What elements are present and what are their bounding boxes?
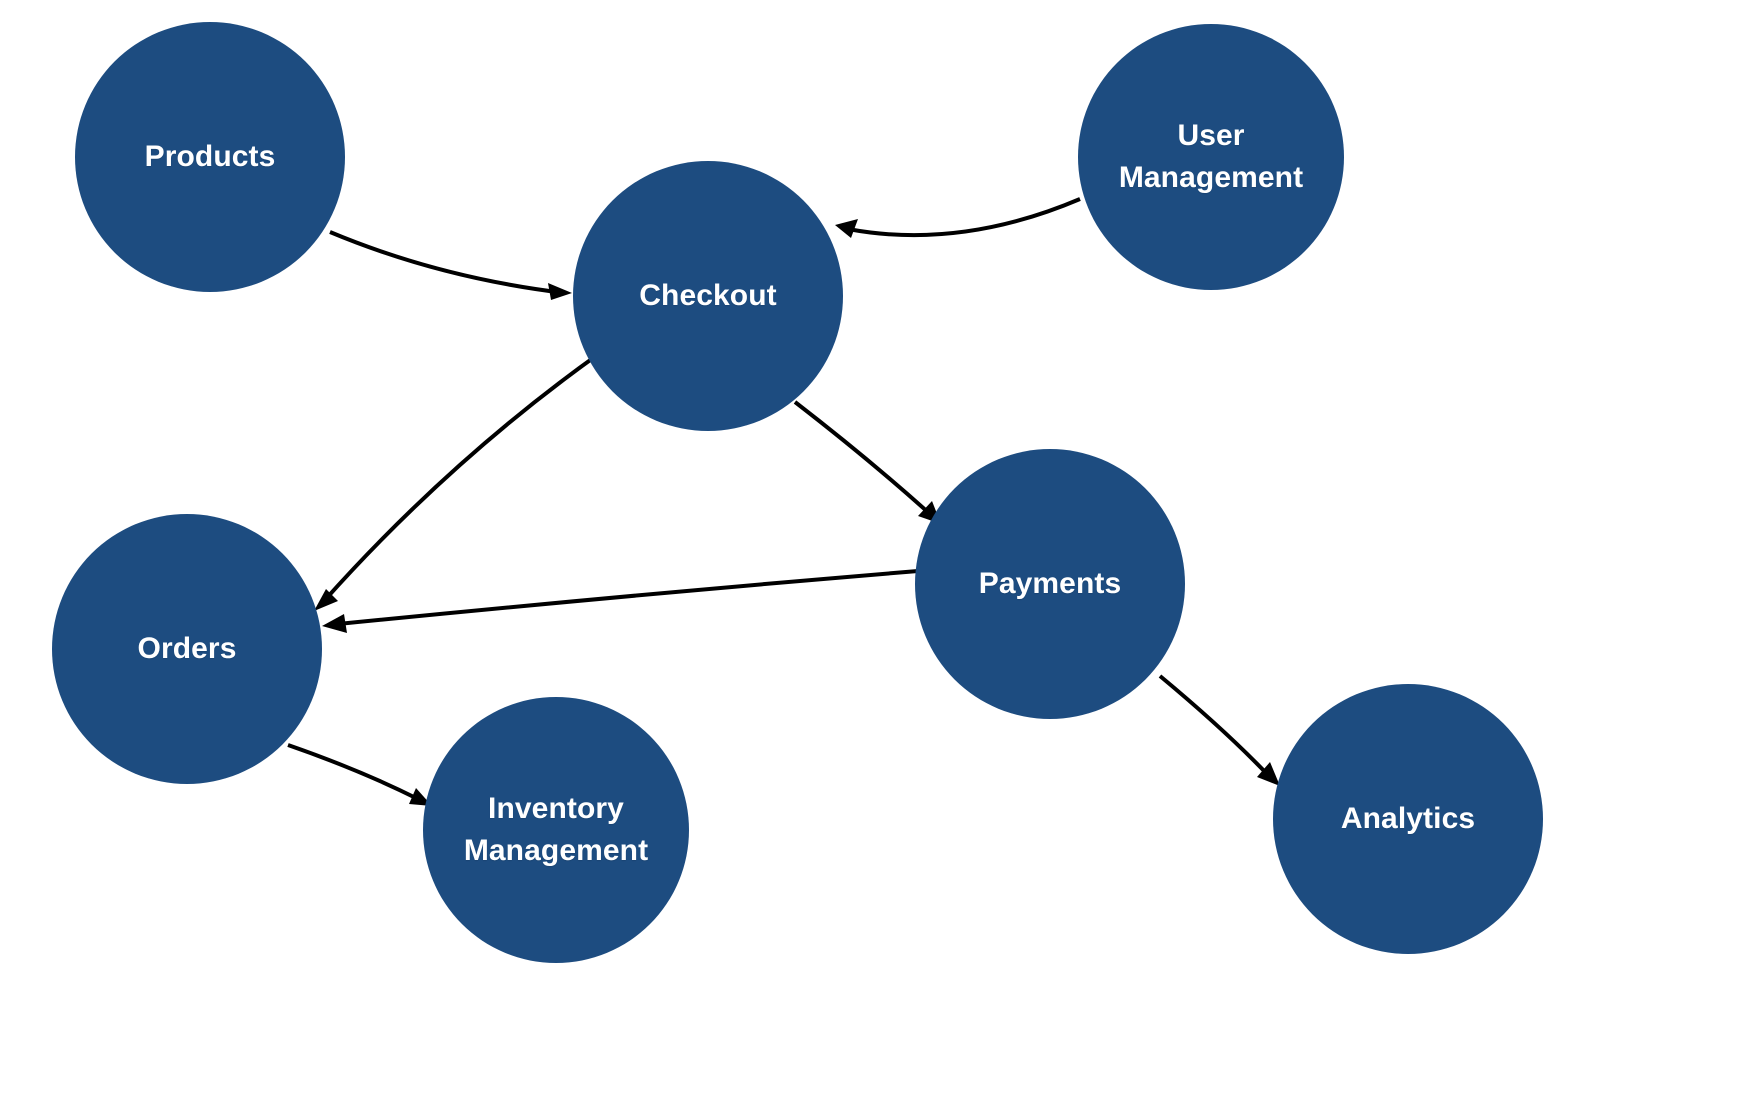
arrowhead-icon: [1257, 762, 1280, 786]
arrowhead-icon: [835, 219, 858, 238]
edge-line: [322, 351, 602, 603]
edge-layer: [287, 197, 1280, 806]
edge-line: [793, 400, 932, 516]
node-analytics[interactable]: [1273, 684, 1543, 954]
edge-user_mgmt-to-checkout: [835, 197, 1081, 238]
edge-line: [337, 569, 919, 626]
arrowhead-icon: [322, 614, 347, 633]
edge-payments-to-analytics: [1158, 674, 1280, 786]
edge-payments-to-orders: [322, 569, 919, 633]
node-inventory[interactable]: [423, 697, 689, 963]
node-payments[interactable]: [915, 449, 1185, 719]
node-layer: [52, 22, 1543, 963]
edge-line: [1158, 674, 1270, 777]
edge-checkout-to-orders: [314, 351, 602, 611]
arrowhead-icon: [548, 283, 572, 300]
node-orders[interactable]: [52, 514, 322, 784]
edge-products-to-checkout: [329, 230, 572, 300]
edge-line: [329, 230, 566, 295]
edge-checkout-to-payments: [793, 400, 941, 524]
arrowhead-icon: [314, 589, 338, 611]
edge-line: [287, 743, 419, 801]
edge-line: [847, 197, 1081, 238]
node-user_mgmt[interactable]: [1078, 24, 1344, 290]
edge-orders-to-inventory: [287, 743, 432, 806]
node-checkout[interactable]: [573, 161, 843, 431]
node-products[interactable]: [75, 22, 345, 292]
